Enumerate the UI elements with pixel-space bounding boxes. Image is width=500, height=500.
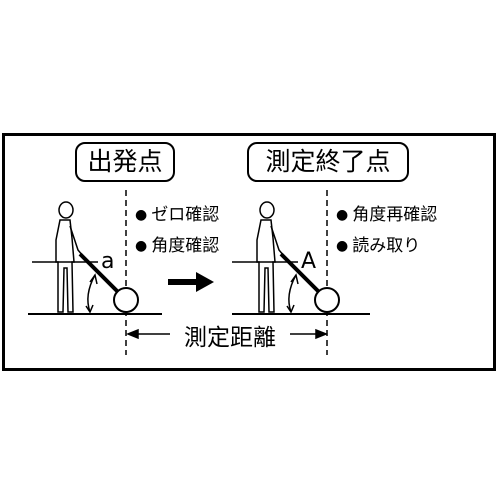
bullet-dot-icon: ● — [336, 207, 349, 223]
end-check-item: ●角度再確認 — [336, 205, 438, 225]
end-point-title: 測定終了点 — [247, 142, 409, 182]
bullet-dot-icon: ● — [135, 238, 148, 254]
start-check-item: ●角度確認 — [135, 236, 220, 256]
person-end-icon — [256, 201, 285, 313]
start-angle-letter: a — [101, 249, 115, 274]
start-check-item: ●ゼロ確認 — [135, 205, 220, 225]
end-check-item: ●読み取り — [336, 236, 421, 256]
bullet-dot-icon: ● — [135, 207, 148, 223]
person-start-icon — [55, 201, 84, 313]
end-angle-letter: A — [301, 249, 317, 274]
arrow-right-icon — [168, 272, 214, 292]
distance-dimension — [125, 328, 329, 340]
start-point-title: 出発点 — [75, 142, 175, 182]
measuring-wheel-start-icon — [78, 252, 139, 313]
bullet-dot-icon: ● — [336, 238, 349, 254]
distance-label: 測定距離 — [170, 318, 290, 352]
measuring-wheel-end-icon — [279, 252, 340, 313]
